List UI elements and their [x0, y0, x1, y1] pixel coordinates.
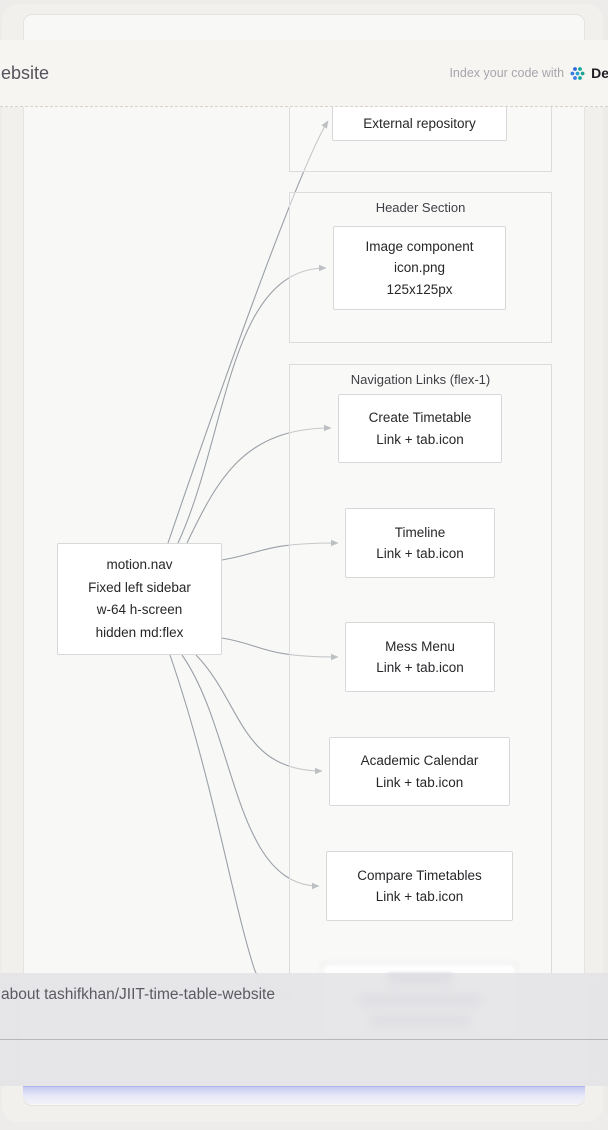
app-header: ebsite Index your code with De: [0, 40, 608, 107]
node-subtitle: Link + tab.icon: [376, 660, 464, 675]
node-subtitle: Link + tab.icon: [376, 431, 464, 447]
node-compare-timetables[interactable]: Compare Timetables Link + tab.icon: [326, 851, 513, 921]
node-image-component[interactable]: Image component icon.png 125x125px: [333, 226, 506, 310]
focus-glow-bar: [23, 1086, 585, 1104]
node-timeline[interactable]: Timeline Link + tab.icon: [345, 508, 495, 578]
node-motion-nav-line: Fixed left sidebar: [88, 579, 191, 595]
node-subtitle: Link + tab.icon: [376, 546, 464, 561]
node-motion-nav-line: motion.nav: [106, 557, 173, 572]
node-motion-nav[interactable]: motion.nav Fixed left sidebar w-64 h-scr…: [57, 543, 222, 655]
ask-panel-divider: [0, 1039, 608, 1040]
node-image-component-line: icon.png: [393, 260, 446, 276]
devin-logo-icon: [570, 66, 585, 80]
ask-input-panel[interactable]: about tashifkhan/JIIT-time-table-website: [0, 973, 608, 1086]
node-title: Compare Timetables: [357, 867, 482, 883]
node-academic-calendar[interactable]: Academic Calendar Link + tab.icon: [329, 737, 510, 806]
cluster-header-section-label: Header Section: [375, 200, 466, 215]
node-subtitle: Link + tab.icon: [375, 889, 464, 904]
node-subtitle: Link + tab.icon: [375, 774, 464, 790]
node-motion-nav-line: hidden md:flex: [95, 624, 184, 640]
repo-title[interactable]: ebsite: [1, 62, 50, 83]
node-motion-nav-line: w-64 h-screen: [96, 602, 183, 617]
node-title: Academic Calendar: [360, 753, 479, 768]
node-create-timetable[interactable]: Create Timetable Link + tab.icon: [338, 394, 502, 463]
node-external-repository[interactable]: External repository: [332, 106, 507, 141]
ask-input-text: about tashifkhan/JIIT-time-table-website: [1, 986, 275, 1003]
cluster-navigation-links: Navigation Links (flex-1): [289, 364, 552, 1045]
index-your-code-link[interactable]: Index your code with De: [449, 65, 608, 81]
node-title: Timeline: [394, 524, 446, 540]
node-external-repository-label: External repository: [363, 115, 476, 131]
node-title: Mess Menu: [385, 638, 455, 654]
node-title: Create Timetable: [368, 410, 472, 425]
cluster-navigation-links-label: Navigation Links (flex-1): [350, 372, 491, 387]
node-image-component-line: 125x125px: [386, 281, 453, 297]
node-image-component-line: Image component: [365, 238, 474, 254]
index-label: Index your code with: [449, 66, 565, 80]
brand-name: De: [591, 65, 608, 81]
node-mess-menu[interactable]: Mess Menu Link + tab.icon: [345, 622, 495, 692]
